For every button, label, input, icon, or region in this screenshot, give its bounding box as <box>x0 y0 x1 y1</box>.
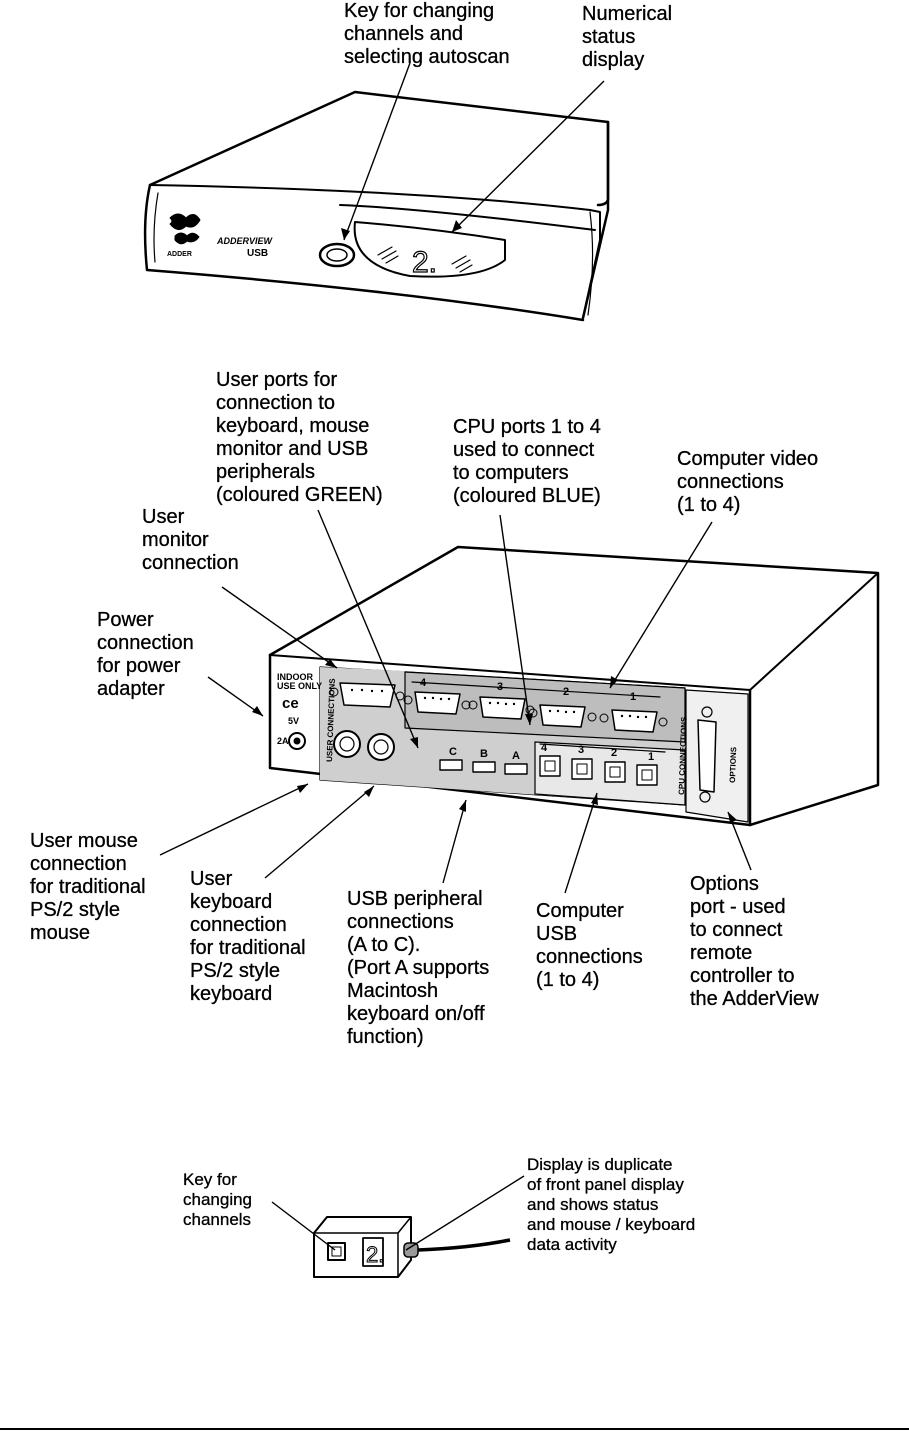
rear-indoor-label-1: INDOOR <box>277 672 314 682</box>
callout-user-ports: User ports for connection to keyboard, m… <box>216 369 383 506</box>
callout-computer-usb: Computer USB connections (1 to 4) <box>536 900 643 991</box>
usb-port-number: 2 <box>611 747 617 759</box>
usb-port-number: 4 <box>541 742 548 754</box>
rear-leader-lines <box>159 509 752 894</box>
front-leader-lines <box>343 62 605 241</box>
callout-channel-key: Key for changing channels and selecting … <box>344 0 510 68</box>
front-view-unit <box>143 90 610 322</box>
rear-options-label: OPTIONS <box>728 746 738 783</box>
front-display-digit: 2. <box>412 246 437 279</box>
rear-cpu-connections-label: CPU CONNECTIONS <box>677 716 689 795</box>
front-arrowhead <box>341 228 350 240</box>
front-model-line2: USB <box>247 248 268 259</box>
rear-current: 2A <box>277 736 289 746</box>
remote-leader-lines <box>271 1175 525 1251</box>
callout-user-keyboard: User keyboard connection for traditional… <box>190 868 306 1005</box>
callout-user-mouse: User mouse connection for traditional PS… <box>30 830 146 944</box>
video-port-number: 2 <box>563 686 569 698</box>
callout-user-monitor: User monitor connection <box>142 506 239 574</box>
rear-view-unit <box>268 545 880 827</box>
callout-cpu-ports: CPU ports 1 to 4 used to connect to comp… <box>453 416 601 507</box>
remote-display-digit: 2. <box>366 1242 384 1267</box>
rear-arrowheads <box>252 659 737 823</box>
rear-voltage: 5V <box>288 716 299 726</box>
callout-remote-display: Display is duplicate of front panel disp… <box>527 1155 696 1254</box>
remote-controller-unit <box>313 1216 511 1278</box>
video-port-number: 1 <box>630 691 636 703</box>
callout-status-display: Numerical status display <box>582 3 673 71</box>
rear-ce-mark: ce <box>282 695 299 712</box>
rear-indoor-label-2: USE ONLY <box>277 681 322 691</box>
callout-power: Power connection for power adapter <box>97 609 194 700</box>
front-arrowhead <box>452 220 462 232</box>
callout-video-connections: Computer video connections (1 to 4) <box>677 448 819 516</box>
video-port-number: 3 <box>497 681 503 693</box>
video-port-number: 4 <box>420 677 427 689</box>
callout-usb-peripheral: USB peripheral connections (A to C). (Po… <box>347 888 490 1048</box>
front-model-line1: ADDERVIEW <box>216 236 274 246</box>
peripheral-port-letter: A <box>512 750 520 762</box>
rear-user-connections-label: USER CONNECTIONS <box>325 678 337 762</box>
callout-options-port: Options port - used to connect remote co… <box>690 873 819 1010</box>
callout-remote-key: Key for changing channels <box>183 1170 253 1229</box>
usb-port-number: 3 <box>578 744 584 756</box>
peripheral-port-letter: B <box>480 748 488 760</box>
usb-port-number: 1 <box>648 751 654 763</box>
front-logo-text: ADDER <box>167 251 192 258</box>
peripheral-port-letter: C <box>449 746 457 758</box>
page-bottom-rule <box>0 1428 909 1430</box>
